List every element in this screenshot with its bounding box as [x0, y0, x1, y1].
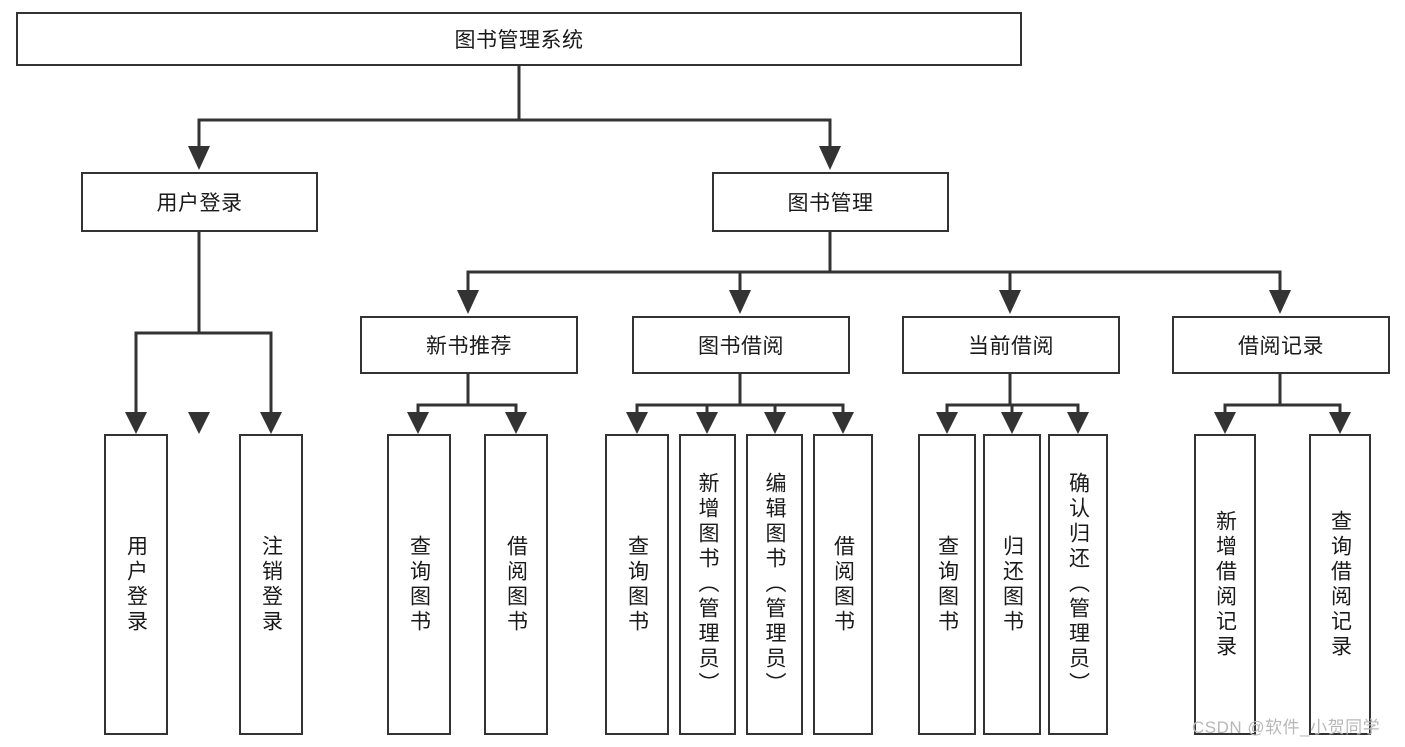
node-book-borrow-label: 图书借阅 — [698, 335, 784, 358]
watermark-text: CSDN @软件_小贺同学 — [1192, 718, 1381, 737]
node-new-book-recommend-label: 新书推荐 — [426, 335, 512, 358]
node-leaf-query-book-current-label: 查询图书 — [935, 534, 959, 635]
node-leaf-query-book-recommend-label: 查询图书 — [407, 534, 431, 635]
node-leaf-return-book[interactable]: 归还图书 — [983, 434, 1041, 735]
arrowhead-a1 — [407, 412, 429, 434]
arrowhead-n4 — [1269, 290, 1291, 314]
node-current-borrow[interactable]: 当前借阅 — [902, 316, 1120, 374]
node-book-manage-label: 图书管理 — [787, 192, 874, 215]
arrowhead-c2 — [1001, 412, 1023, 434]
node-leaf-user-logout-label: 注销登录 — [259, 534, 283, 635]
arrowhead-user-login — [188, 412, 210, 434]
node-borrow-record[interactable]: 借阅记录 — [1172, 316, 1390, 374]
node-current-borrow-label: 当前借阅 — [968, 335, 1054, 358]
node-leaf-borrow-book[interactable]: 借阅图书 — [813, 434, 873, 735]
arrowhead-book-manage — [819, 146, 841, 170]
arrowhead-user-login-top — [188, 146, 210, 170]
node-leaf-user-login[interactable]: 用户登录 — [104, 434, 168, 735]
node-leaf-edit-book-admin[interactable]: 编辑图书（管理员） — [746, 434, 803, 735]
node-leaf-query-book-current[interactable]: 查询图书 — [918, 434, 976, 735]
node-root-label: 图书管理系统 — [454, 29, 584, 52]
arrowhead-c3 — [1067, 412, 1089, 434]
node-leaf-borrow-book-recommend-label: 借阅图书 — [504, 534, 528, 635]
node-leaf-add-book-admin[interactable]: 新增图书（管理员） — [679, 434, 736, 735]
arrowhead-n1 — [457, 290, 479, 314]
node-root[interactable]: 图书管理系统 — [16, 12, 1022, 66]
arrowhead-l1 — [125, 412, 147, 434]
node-borrow-record-label: 借阅记录 — [1238, 335, 1324, 358]
node-leaf-query-borrow-record[interactable]: 查询借阅记录 — [1309, 434, 1371, 735]
node-leaf-query-borrow-record-label: 查询借阅记录 — [1328, 509, 1352, 660]
node-book-borrow[interactable]: 图书借阅 — [632, 316, 850, 374]
node-leaf-query-book-borrow[interactable]: 查询图书 — [605, 434, 669, 735]
arrowhead-b4 — [832, 412, 854, 434]
arrowhead-d1 — [1214, 412, 1236, 434]
node-new-book-recommend[interactable]: 新书推荐 — [360, 316, 578, 374]
node-leaf-add-book-admin-label: 新增图书（管理员） — [696, 472, 719, 697]
node-leaf-edit-book-admin-label: 编辑图书（管理员） — [763, 472, 786, 697]
node-leaf-query-book-borrow-label: 查询图书 — [625, 534, 649, 635]
arrowhead-c1 — [936, 412, 958, 434]
node-leaf-user-login-label: 用户登录 — [124, 534, 148, 635]
arrowhead-b1 — [626, 412, 648, 434]
arrowhead-b3 — [764, 412, 786, 434]
node-leaf-borrow-book-recommend[interactable]: 借阅图书 — [484, 434, 548, 735]
node-user-login-label: 用户登录 — [156, 192, 243, 215]
arrowhead-b2 — [696, 412, 718, 434]
arrowhead-a2 — [505, 412, 527, 434]
node-user-login[interactable]: 用户登录 — [81, 172, 318, 232]
node-book-manage[interactable]: 图书管理 — [712, 172, 949, 232]
node-leaf-query-book-recommend[interactable]: 查询图书 — [387, 434, 451, 735]
arrowhead-d2 — [1329, 412, 1351, 434]
node-leaf-add-borrow-record[interactable]: 新增借阅记录 — [1194, 434, 1256, 735]
arrowhead-n2 — [729, 290, 751, 314]
node-leaf-confirm-return-admin[interactable]: 确认归还（管理员） — [1048, 434, 1108, 735]
arrowhead-n3 — [999, 290, 1021, 314]
node-leaf-user-logout[interactable]: 注销登录 — [239, 434, 303, 735]
arrowhead-l2 — [260, 412, 282, 434]
node-leaf-borrow-book-label: 借阅图书 — [831, 534, 855, 635]
node-leaf-return-book-label: 归还图书 — [1000, 534, 1024, 635]
node-leaf-confirm-return-admin-label: 确认归还（管理员） — [1066, 472, 1090, 697]
node-leaf-add-borrow-record-label: 新增借阅记录 — [1213, 509, 1237, 660]
